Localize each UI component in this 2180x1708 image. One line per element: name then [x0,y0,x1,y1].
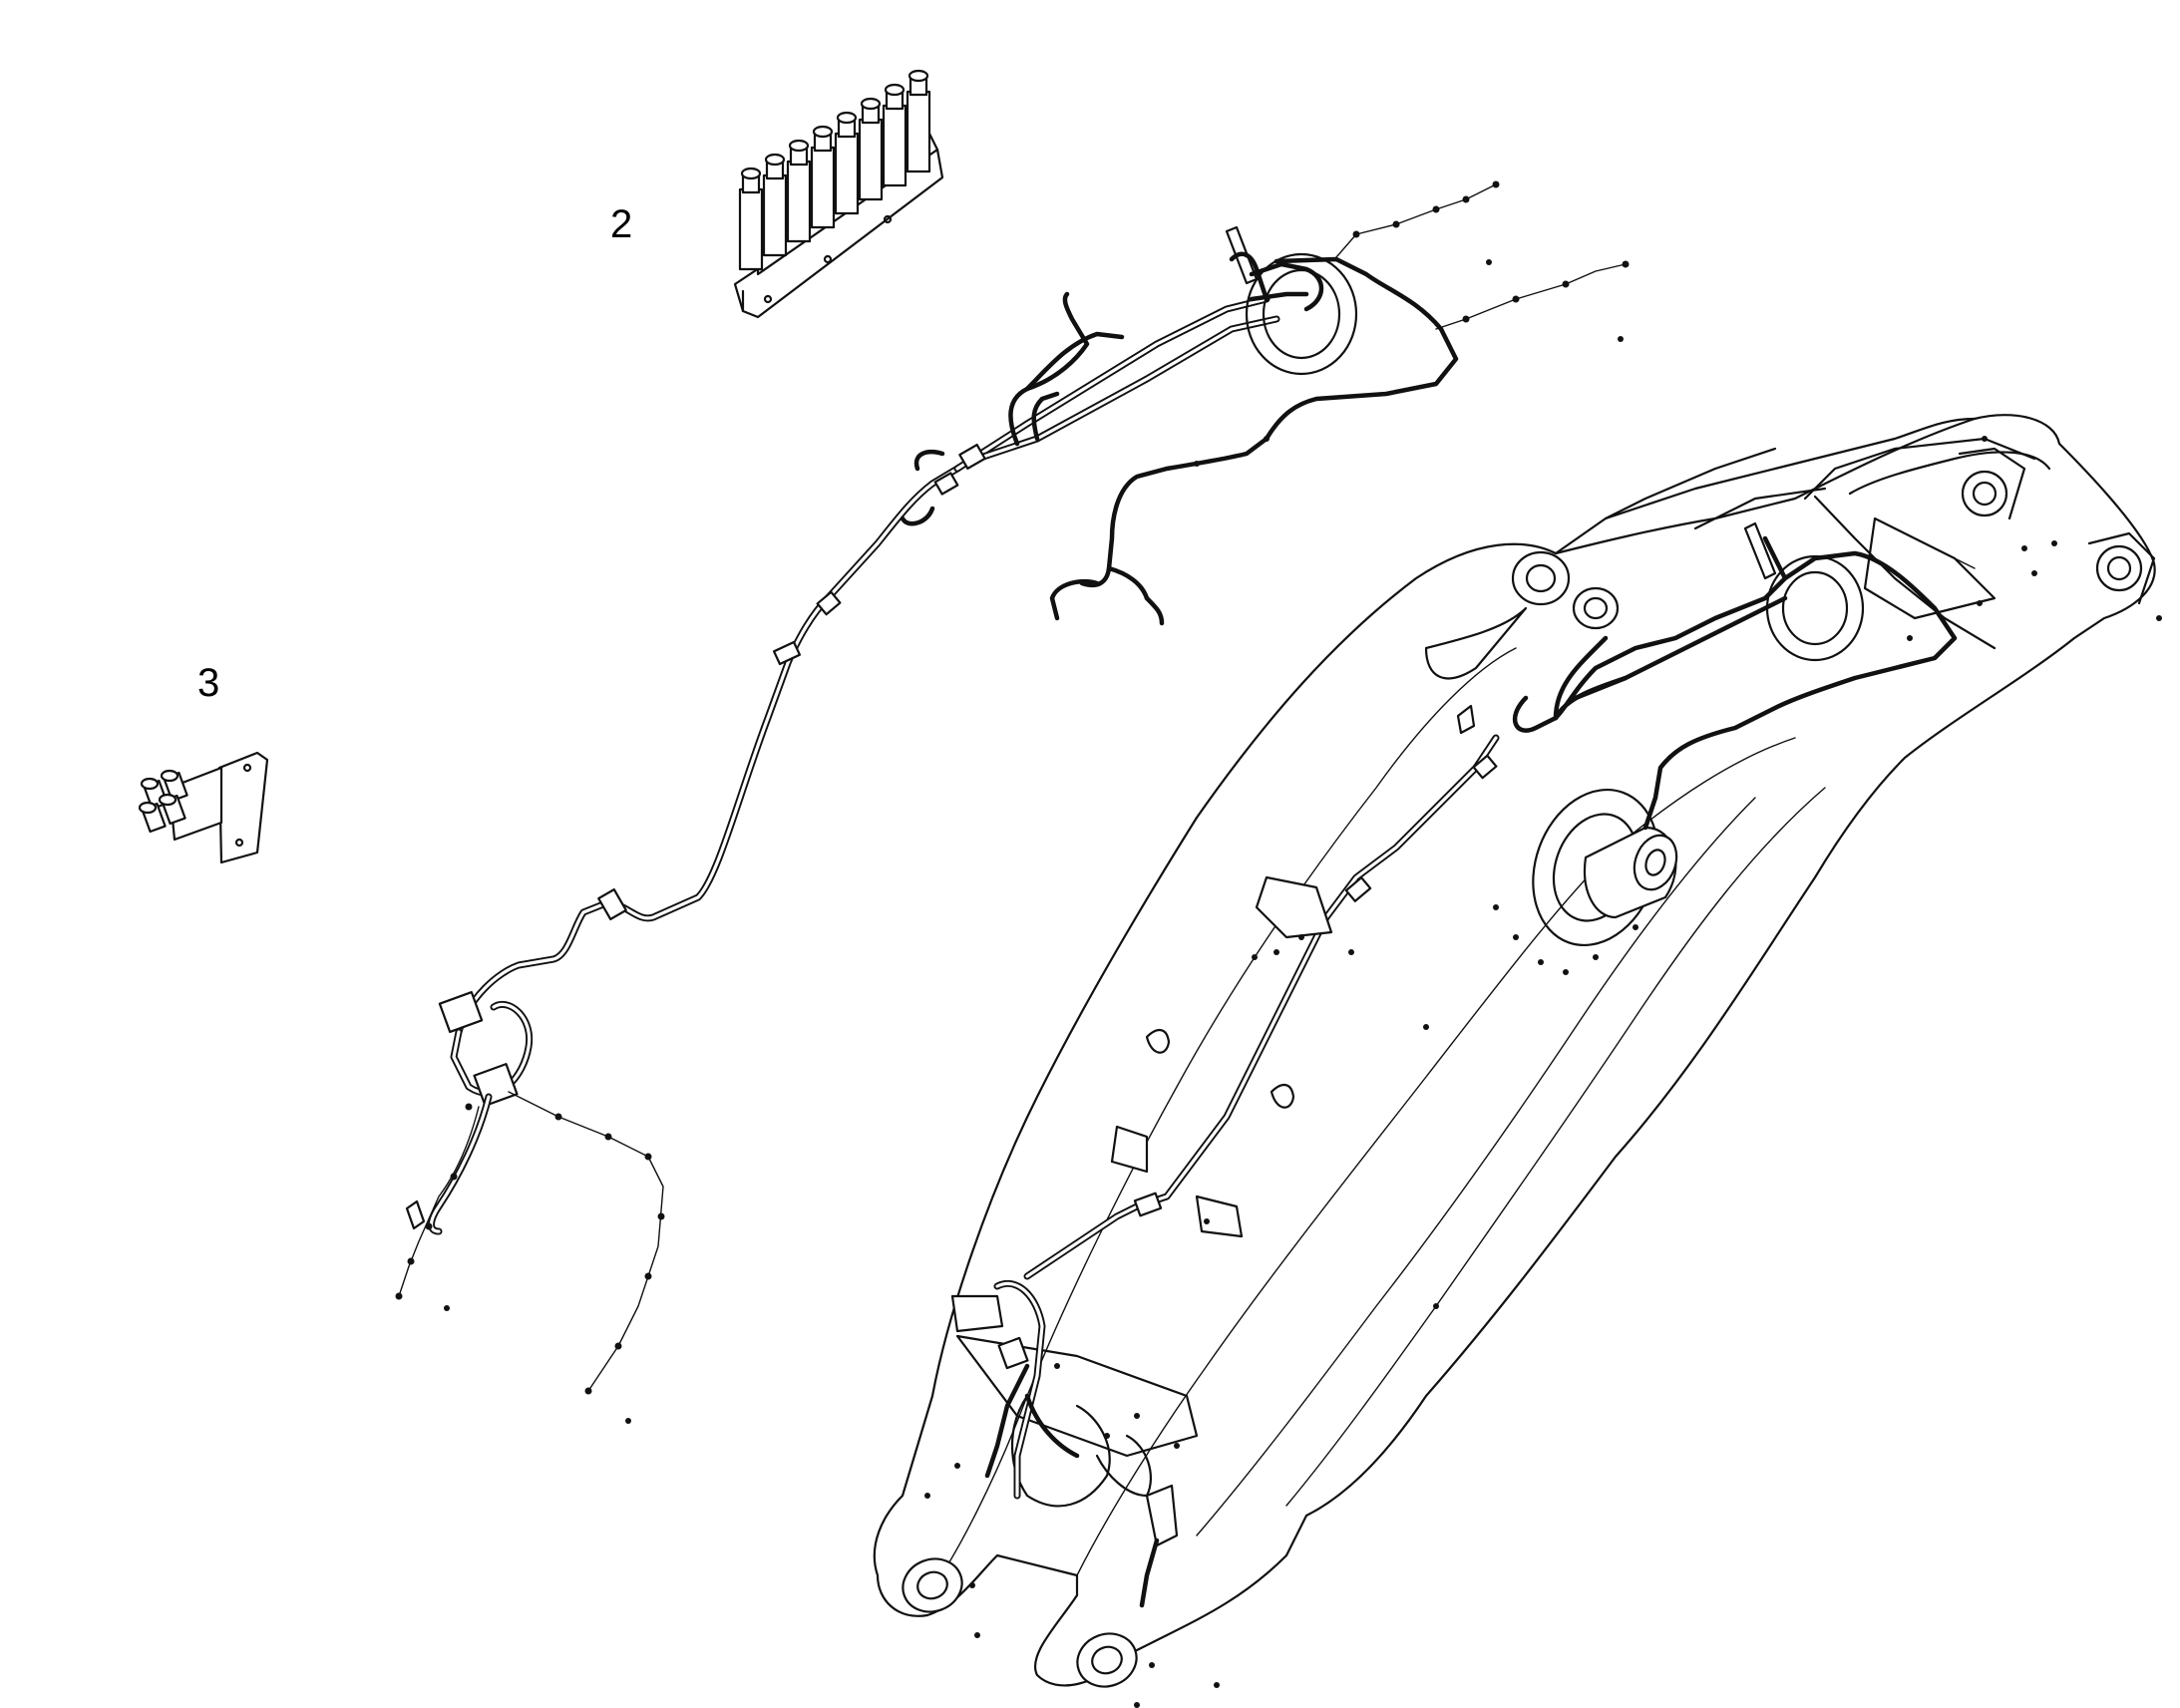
harness-clips-lower [395,1103,665,1424]
exploded-hose-harness [395,180,1630,1424]
callout-label-2: 2 [610,202,633,246]
callout-label-3: 3 [197,661,220,705]
valve-fittings [738,69,931,271]
valve-block-part-2 [733,69,944,319]
valve-block-part-3 [138,751,269,864]
boom-assembly [873,414,2162,1708]
harness-clips-top [1194,180,1630,467]
boom-bolt-dots [924,436,2162,1708]
